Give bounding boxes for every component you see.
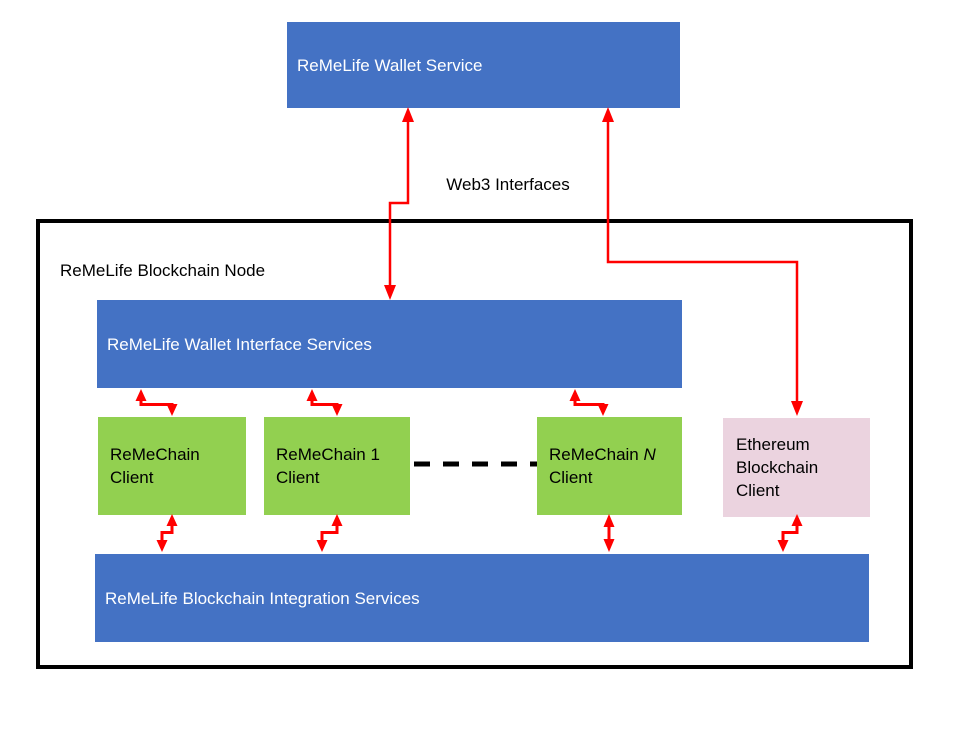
ethereum-client-line2: Blockchain [736,458,819,477]
remechain-n-client-line1: ReMeChain N [549,445,656,464]
node-wallet-service: ReMeLife Wallet Service [287,22,680,108]
remechain-client-line1: ReMeChain [110,445,200,464]
integration-services-label: ReMeLife Blockchain Integration Services [105,588,420,608]
blockchain-node-frame [36,219,913,669]
arrowhead-up-icon [602,107,614,122]
node-ethereum-blockchain-client: Ethereum Blockchain Client [723,418,870,517]
blockchain-node-label: ReMeLife Blockchain Node [60,261,266,280]
wallet-service-label: ReMeLife Wallet Service [297,55,483,75]
arrowhead-up-icon [402,107,414,122]
remechain-n-variable: N [643,445,656,464]
ethereum-client-line1: Ethereum [736,435,810,454]
ethereum-client-line3: Client [736,481,780,500]
node-remechain-client: ReMeChain Client [98,417,246,515]
remechain-n-client-line2: Client [549,468,593,487]
remechain-client-line2: Client [110,468,154,487]
wallet-interface-services-label: ReMeLife Wallet Interface Services [107,334,372,354]
node-wallet-interface-services: ReMeLife Wallet Interface Services [97,300,682,388]
node-integration-services: ReMeLife Blockchain Integration Services [95,554,869,642]
remechain-1-client-line2: Client [276,468,320,487]
node-remechain-1-client: ReMeChain 1 Client [264,417,410,515]
node-remechain-n-client: ReMeChain N Client [537,417,682,515]
remechain-1-client-line1: ReMeChain 1 [276,445,380,464]
web3-interfaces-label: Web3 Interfaces [446,175,570,194]
